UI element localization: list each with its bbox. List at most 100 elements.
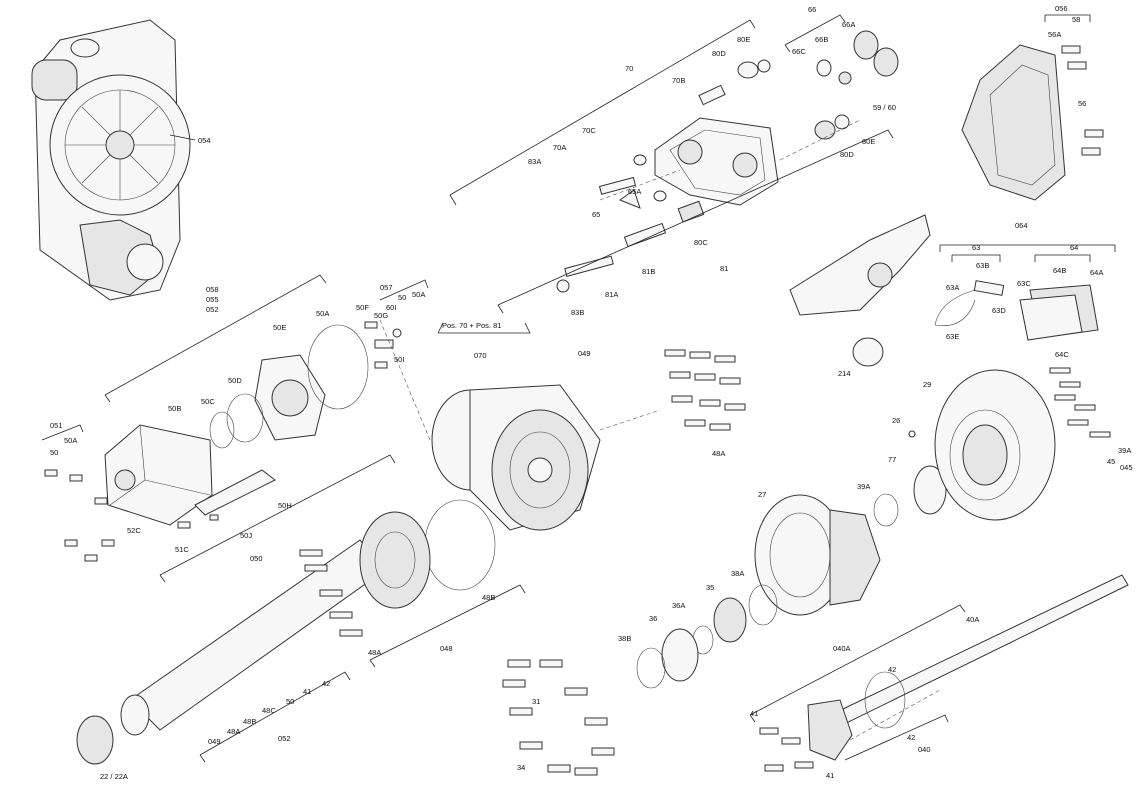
label-83B: 83B xyxy=(571,308,584,317)
drive-shaft xyxy=(807,574,1129,761)
label-049-bottom: 049 xyxy=(208,737,221,746)
label-50A-mid: 50A xyxy=(316,309,329,318)
label-66B: 66B xyxy=(815,35,828,44)
label-48A-bottom: 48A xyxy=(368,648,381,657)
label-45: 45 xyxy=(1107,457,1115,466)
label-70B: 70B xyxy=(672,76,685,85)
caliper-right xyxy=(961,44,1104,201)
label-56: 56 xyxy=(1078,99,1086,108)
label-70: 70 xyxy=(625,64,633,73)
label-50I: 50I xyxy=(394,355,404,364)
label-42-r2: 42 xyxy=(907,733,915,742)
bracket-lines xyxy=(41,14,1116,763)
label-049-top: 049 xyxy=(578,349,591,358)
label-48C: 48C xyxy=(262,706,276,715)
label-60I: 60I xyxy=(386,303,396,312)
label-50B: 50B xyxy=(168,404,181,413)
label-064: 064 xyxy=(1015,221,1028,230)
label-59-60: 59 / 60 xyxy=(873,103,896,112)
label-81: 81 xyxy=(720,264,728,273)
label-42-right: 42 xyxy=(888,665,896,674)
label-81B: 81B xyxy=(642,267,655,276)
label-29: 29 xyxy=(923,380,931,389)
label-41-r2: 41 xyxy=(826,771,834,780)
label-63: 63 xyxy=(972,243,980,252)
wheel-hub xyxy=(636,465,947,689)
label-050: 050 xyxy=(250,554,263,563)
label-34: 34 xyxy=(517,763,525,772)
label-051: 051 xyxy=(50,421,63,430)
adapter-flange xyxy=(194,324,369,516)
label-052-top: 052 xyxy=(206,305,219,314)
label-052-bottom: 052 xyxy=(278,734,291,743)
label-63A: 63A xyxy=(946,283,959,292)
label-63E: 63E xyxy=(946,332,959,341)
label-41-r1: 41 xyxy=(750,709,758,718)
label-040A: 040A xyxy=(833,644,851,653)
label-64C: 64C xyxy=(1055,350,1069,359)
label-63B: 63B xyxy=(976,261,989,270)
label-070: 070 xyxy=(474,351,487,360)
label-65A: 65A xyxy=(628,187,641,196)
label-50A-left: 50A xyxy=(64,436,77,445)
label-41-left: 41 xyxy=(303,687,311,696)
label-65: 65 xyxy=(592,210,600,219)
label-80E-mid: 80E xyxy=(862,137,875,146)
label-50-top: 50 xyxy=(398,293,406,302)
label-058: 058 xyxy=(206,285,219,294)
label-50C: 50C xyxy=(201,397,215,406)
label-48A-b2: 48A xyxy=(227,727,240,736)
label-36A: 36A xyxy=(672,601,685,610)
label-pos-70-81: Pos. 70 + Pos. 81 xyxy=(442,321,501,330)
label-22-22A: 22 / 22A xyxy=(100,772,128,781)
brake-disc xyxy=(934,367,1111,521)
label-38A: 38A xyxy=(731,569,744,578)
label-51C: 51C xyxy=(175,545,189,554)
label-054: 054 xyxy=(198,136,211,145)
label-64A: 64A xyxy=(1090,268,1103,277)
label-66C: 66C xyxy=(792,47,806,56)
label-77: 77 xyxy=(888,455,896,464)
label-048: 048 xyxy=(440,644,453,653)
bolt-cluster-right xyxy=(664,349,746,431)
brake-caliper xyxy=(556,30,899,293)
label-81A: 81A xyxy=(605,290,618,299)
label-80D-mid: 80D xyxy=(840,150,854,159)
label-27: 27 xyxy=(758,490,766,499)
label-83A: 83A xyxy=(528,157,541,166)
wheel-studs xyxy=(502,659,814,776)
label-70C: 70C xyxy=(582,126,596,135)
label-64: 64 xyxy=(1070,243,1078,252)
label-50-bottom: 50 xyxy=(286,697,294,706)
label-48B-bottom: 48B xyxy=(243,717,256,726)
label-63C: 63C xyxy=(1017,279,1031,288)
label-70A: 70A xyxy=(553,143,566,152)
brake-pads-sensor xyxy=(934,280,1099,341)
label-31: 31 xyxy=(532,697,540,706)
label-66: 66 xyxy=(808,5,816,14)
label-66A: 66A xyxy=(842,20,855,29)
electric-motor xyxy=(104,424,213,526)
label-48B: 48B xyxy=(482,593,495,602)
label-50E: 50E xyxy=(273,323,286,332)
label-80E-top: 80E xyxy=(737,35,750,44)
label-36: 36 xyxy=(649,614,657,623)
part-labels: 054 056 58 56A 56 66 66A 66B 66C 80E 80D… xyxy=(50,4,1133,781)
label-52C: 52C xyxy=(127,526,141,535)
label-38B: 38B xyxy=(618,634,631,643)
small-hardware xyxy=(44,321,916,562)
label-50-left: 50 xyxy=(50,448,58,457)
label-50D: 50D xyxy=(228,376,242,385)
radiator-fan-module xyxy=(31,19,191,301)
label-055: 055 xyxy=(206,295,219,304)
label-80D-top: 80D xyxy=(712,49,726,58)
label-057: 057 xyxy=(380,283,393,292)
caliper-bracket xyxy=(789,214,931,367)
label-214: 214 xyxy=(838,369,851,378)
label-50J: 50J xyxy=(240,531,252,540)
label-040: 040 xyxy=(918,745,931,754)
label-64B: 64B xyxy=(1053,266,1066,275)
label-045: 045 xyxy=(1120,463,1133,472)
axle-beam xyxy=(76,511,431,765)
